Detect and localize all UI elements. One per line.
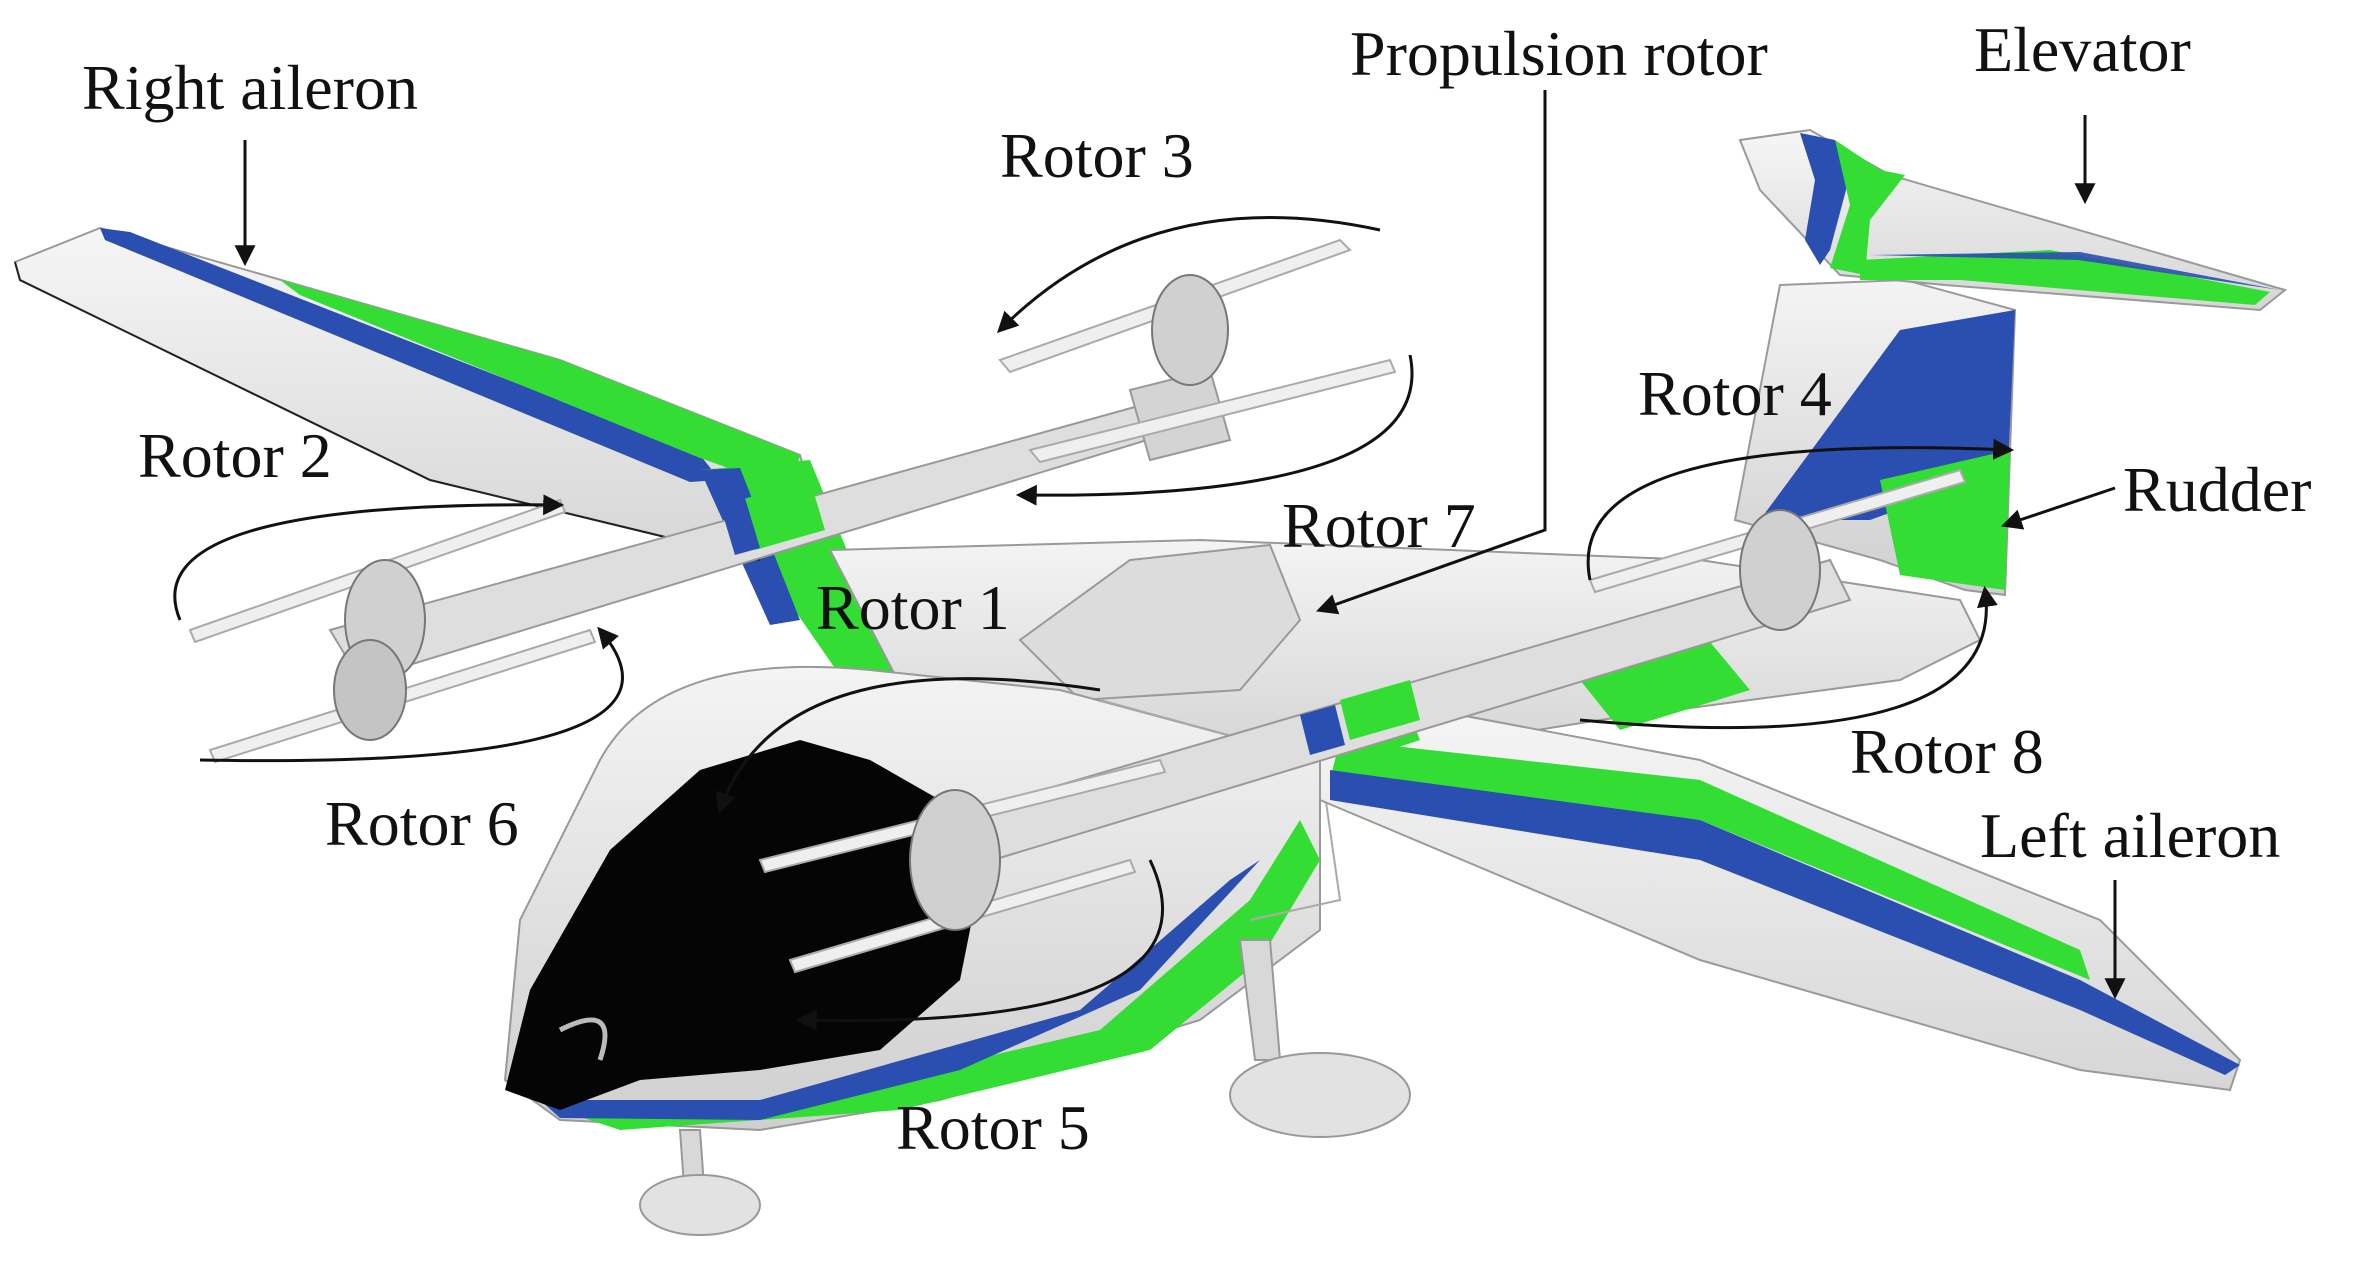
right-float [1229, 1052, 1411, 1138]
rotor-5-label: Rotor 5 [896, 1092, 1090, 1163]
rotor-3-hub [1151, 274, 1229, 386]
floats [639, 939, 1411, 1236]
rotor-4-arrow [1586, 438, 2015, 581]
rotor-8-arrow [1579, 585, 1998, 730]
rotor-3-label: Rotor 3 [1000, 120, 1194, 191]
booms [328, 368, 1852, 872]
rudder-pointer [2001, 486, 2116, 530]
leader-arrows [234, 90, 2126, 1000]
rotor-units [188, 238, 1967, 974]
rotor-1-label: Rotor 1 [816, 572, 1010, 643]
rotor-3-arrow [997, 216, 1381, 333]
rotation-arrows [173, 216, 2015, 1031]
right-wing-green-stripe [280, 280, 800, 490]
rotor-3-unit [998, 238, 1397, 464]
rotor-6-arrow [199, 626, 624, 763]
rotor-3-lower-arrow [1015, 354, 1414, 506]
left-aileron-label: Left aileron [1980, 800, 2281, 871]
propulsion-rotor-pointer [1316, 90, 1547, 615]
front-boom-green [740, 480, 825, 550]
propulsion-rotor-label: Propulsion rotor [1350, 18, 1768, 89]
elevator-blue-stripe [1800, 133, 1850, 265]
rotor-4-label: Rotor 4 [1638, 358, 1832, 429]
rotor-1-arrow [715, 677, 1101, 814]
right-wing-leading-edge [14, 261, 761, 561]
right-wing-blue-stripe [100, 228, 720, 482]
canopy [505, 740, 980, 1110]
rotor-1-hub [909, 789, 1001, 931]
elevator-green-stripe [1830, 140, 1905, 275]
nose-blue-stripe [540, 860, 1260, 1120]
rotor-4-unit [1588, 468, 1967, 631]
left-wing-root-green-2 [1580, 630, 1750, 730]
rotor-4-hub [1739, 509, 1821, 631]
elevator-green-trailing [1860, 250, 2270, 305]
rotor-6-label: Rotor 6 [325, 788, 519, 859]
rotor-2-unit [188, 498, 597, 764]
right-aileron-label: Right aileron [82, 52, 418, 123]
front-boom-blue [720, 498, 760, 555]
elevator-label: Elevator [1974, 14, 2191, 85]
rotor-7-label: Rotor 7 [1282, 490, 1476, 561]
nose-green-stripe [560, 820, 1320, 1130]
rotor-6-hub [333, 639, 407, 741]
fuselage-side-panel [1099, 699, 1342, 921]
rotor-3-blade-b [1028, 358, 1397, 464]
rotor-2-arrow [173, 494, 565, 621]
rear-boom-green [1340, 680, 1420, 740]
rudder-label: Rudder [2123, 454, 2312, 525]
left-wing-blue-stripe [1330, 770, 2240, 1075]
nose-float [639, 1174, 761, 1236]
elevator-blue-trailing [1870, 252, 2280, 290]
rotor-8-label: Rotor 8 [1850, 716, 2044, 787]
rotor-1-unit [758, 758, 1167, 974]
rotor-5-arrow [795, 859, 1164, 1031]
rotor-2-label: Rotor 2 [138, 420, 332, 491]
right-wing-surface [13, 226, 822, 562]
rear-boom-blue [1300, 705, 1345, 755]
canopy-frame [558, 1017, 608, 1061]
